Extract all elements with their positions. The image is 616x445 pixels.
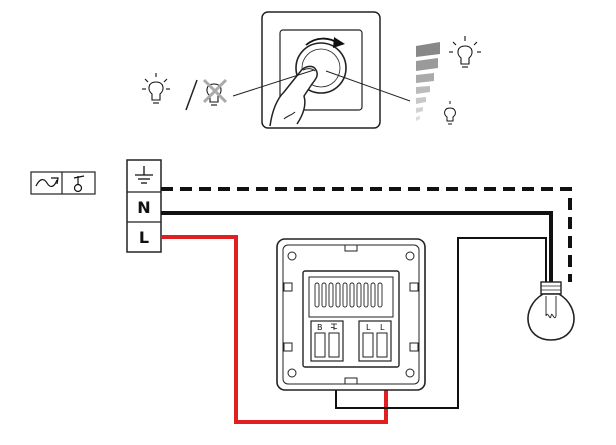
- bulb-off-icon: [202, 78, 228, 106]
- earth-wire: [161, 187, 572, 282]
- neutral-label: N: [137, 198, 150, 217]
- line-label: L: [139, 228, 149, 247]
- terminal-b-label: B: [317, 323, 323, 332]
- bulb-dim-icon: [444, 101, 456, 125]
- light-bulb: [527, 281, 575, 341]
- line-wire: [161, 235, 388, 424]
- terminal-l1-label: L: [366, 323, 371, 332]
- bulb-on-icon: [142, 73, 170, 104]
- dimmer-terminal-symbol: [330, 323, 338, 330]
- earth-symbol: [135, 166, 153, 184]
- neutral-wire: [161, 211, 553, 282]
- usage-illustration: [142, 11, 481, 129]
- load-wire: [335, 237, 547, 409]
- sine-wave-symbol: [35, 177, 59, 187]
- dimmer-symbol: [73, 175, 85, 193]
- slash-separator: [185, 79, 198, 111]
- dimmer-mechanism: [276, 238, 426, 391]
- bulb-bright-icon: [449, 36, 481, 68]
- hand-pointer-icon: [269, 65, 318, 127]
- supply-terminal-block: N L: [126, 159, 162, 253]
- terminal-l2-label: L: [380, 323, 385, 332]
- brightness-gradient: [416, 42, 440, 121]
- product-symbols-box: [30, 171, 96, 195]
